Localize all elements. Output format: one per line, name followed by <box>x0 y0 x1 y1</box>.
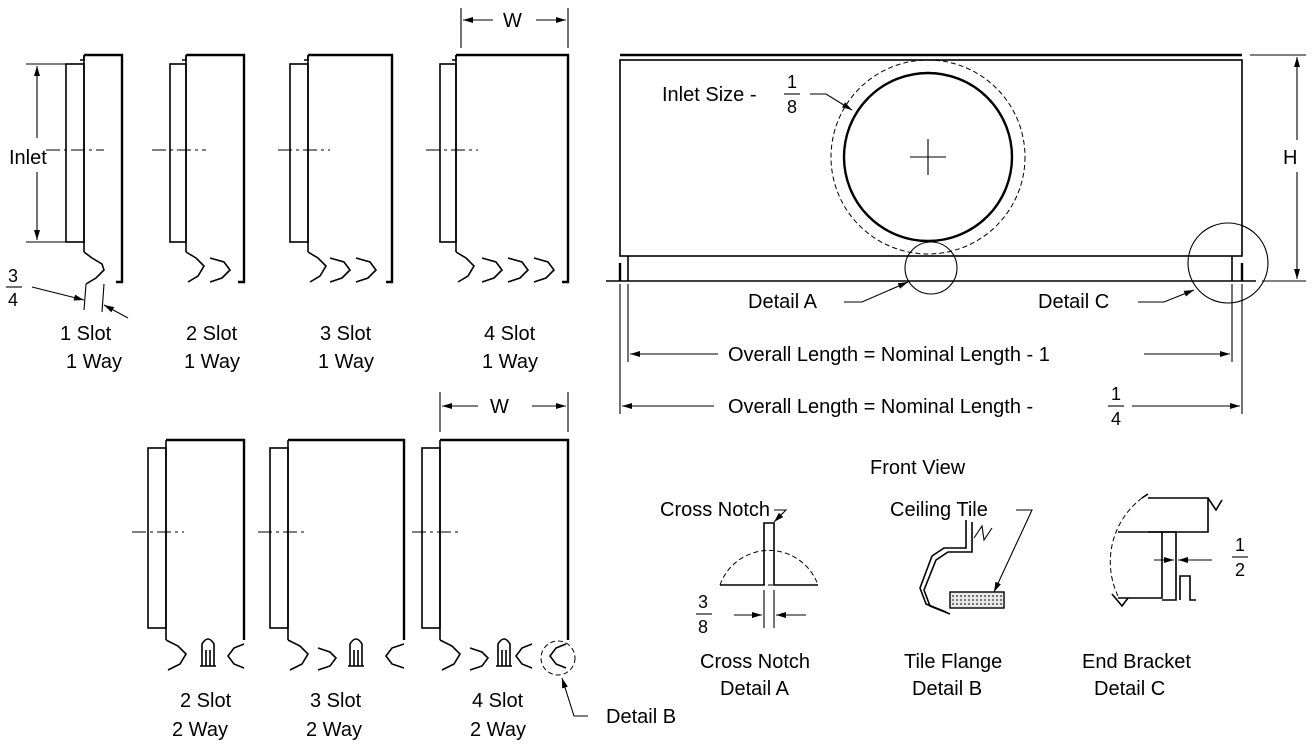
caption-4-slot-2-way-l2: 2 Way <box>470 719 526 741</box>
inlet-dimension: Inlet <box>9 63 66 243</box>
height-dimension: H <box>1250 54 1306 282</box>
side-view-4-slot-1-way <box>426 53 570 284</box>
caption-4-slot-1-way-l1: 4 Slot <box>484 323 536 345</box>
cross-notch-callout-label: Cross Notch <box>660 499 770 521</box>
caption-2-slot-2-way-l2: 2 Way <box>172 719 228 741</box>
bracket-denominator: 2 <box>1235 560 1245 580</box>
slot-gap-numerator: 3 <box>8 266 18 286</box>
caption-2-slot-1-way-l1: 2 Slot <box>186 323 238 345</box>
detail-c-label: Detail C <box>1038 291 1109 313</box>
caption-2-slot-1-way-l2: 1 Way <box>184 351 240 373</box>
overall-2-numerator: 1 <box>1111 384 1121 404</box>
detail-a-caption-l1: Cross Notch <box>700 651 810 673</box>
notch-numerator: 3 <box>698 592 708 612</box>
width-label-top: W <box>503 10 522 32</box>
inlet-size-callout: Inlet Size - 1 8 <box>662 72 853 117</box>
detail-b-tile-flange: Ceiling Tile <box>890 499 1033 615</box>
width-dimension-top: W <box>460 8 569 48</box>
width-dimension-bottom: W <box>439 392 569 432</box>
detail-b-callout: Detail B <box>561 677 676 728</box>
side-view-4-slot-2-way <box>412 438 576 676</box>
side-view-3-slot-1-way <box>278 53 394 284</box>
width-label-bottom: W <box>490 396 509 418</box>
bracket-numerator: 1 <box>1235 535 1245 555</box>
detail-b-caption-l1: Tile Flange <box>904 651 1002 673</box>
detail-a-caption-l2: Detail A <box>720 678 790 700</box>
overall-length-1: Overall Length = Nominal Length - 1 <box>728 344 1050 366</box>
caption-3-slot-1-way-l1: 3 Slot <box>320 323 372 345</box>
notch-denominator: 8 <box>698 617 708 637</box>
caption-4-slot-2-way-l1: 4 Slot <box>472 690 524 712</box>
front-view-caption: Front View <box>870 457 966 479</box>
slot-gap-dimension: 3 4 <box>6 266 129 319</box>
detail-b-caption-l2: Detail B <box>912 678 982 700</box>
side-view-2-slot-1-way <box>152 53 246 284</box>
front-view <box>606 53 1269 304</box>
side-view-1-slot-1-way <box>46 53 124 285</box>
caption-3-slot-2-way-l1: 3 Slot <box>310 690 362 712</box>
detail-a-label: Detail A <box>748 291 818 313</box>
side-view-2-slot-2-way <box>132 438 246 671</box>
side-view-3-slot-2-way <box>258 438 406 671</box>
detail-a-cross-notch: Cross Notch 3 8 <box>660 499 819 637</box>
caption-3-slot-1-way-l2: 1 Way <box>318 351 374 373</box>
caption-1-slot-1-way-l2: 1 Way <box>66 351 122 373</box>
detail-c-caption-l1: End Bracket <box>1082 651 1191 673</box>
inlet-size-numerator: 1 <box>787 72 797 92</box>
detail-c-caption-l2: Detail C <box>1094 678 1165 700</box>
overall-length-2: Overall Length = Nominal Length - <box>728 396 1033 418</box>
detail-a-callout: Detail A <box>748 281 909 313</box>
ceiling-tile-label: Ceiling Tile <box>890 499 988 521</box>
overall-length-dimensions: Overall Length = Nominal Length - 1 Over… <box>619 284 1243 429</box>
inlet-label: Inlet <box>9 147 47 169</box>
caption-2-slot-2-way-l1: 2 Slot <box>180 690 232 712</box>
detail-c-end-bracket: 1 2 <box>1109 493 1248 608</box>
caption-4-slot-1-way-l2: 1 Way <box>482 351 538 373</box>
height-label: H <box>1283 147 1297 169</box>
caption-3-slot-2-way-l2: 2 Way <box>306 719 362 741</box>
caption-1-slot-1-way-l1: 1 Slot <box>60 323 112 345</box>
inlet-size-denominator: 8 <box>787 97 797 117</box>
detail-c-callout: Detail C <box>1038 289 1195 313</box>
inlet-size-label: Inlet Size - <box>662 84 756 106</box>
slot-gap-denominator: 4 <box>8 290 18 310</box>
overall-2-denominator: 4 <box>1111 409 1121 429</box>
detail-b-label: Detail B <box>606 706 676 728</box>
